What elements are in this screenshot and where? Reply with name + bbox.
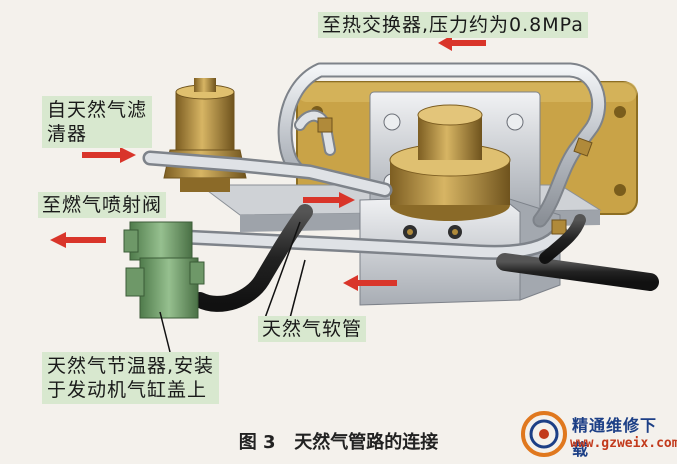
watermark-logo-icon [521,411,567,457]
watermark-url: www.gzweix.com [570,436,677,451]
leader-lines [159,221,306,353]
label-gas-filter: 自天然气滤 清器 [42,96,153,148]
arrow-to-injector [50,232,106,248]
arrow-into-block [303,192,355,208]
site-watermark: 精通维修下载 www.gzweix.com [520,408,677,460]
label-heat-exchanger: 至热交换器,压力约为0.8MPa [318,12,588,38]
green-thermostat-valve [123,221,205,319]
label-thermostat-line2: 于发动机气缸盖上 [47,379,208,401]
gas-pipes [142,62,607,260]
figure-caption: 图 3 天然气管路的连接 [0,428,677,454]
watermark-title: 精通维修下载 [572,416,658,459]
arrow-from-filter [82,147,136,163]
label-hose: 天然气软管 [258,316,367,342]
flow-arrows [50,35,486,291]
brass-housing [389,104,511,221]
arrow-to-heat-exchanger [438,35,486,51]
filter-fitting [163,78,247,192]
caption-prefix: 图 3 [238,432,276,453]
label-gas-filter-line2: 清器 [47,123,88,145]
label-gas-filter-line1: 自天然气滤 [47,99,148,121]
caption-text: 天然气管路的连接 [294,432,439,453]
label-injector-valve: 至燃气喷射阀 [38,192,167,218]
arrow-return [343,275,397,291]
label-thermostat: 天然气节温器,安装 于发动机气缸盖上 [42,352,220,404]
pipe-fittings [317,117,593,235]
label-thermostat-line1: 天然气节温器,安装 [47,355,215,377]
rubber-hoses [192,204,659,312]
